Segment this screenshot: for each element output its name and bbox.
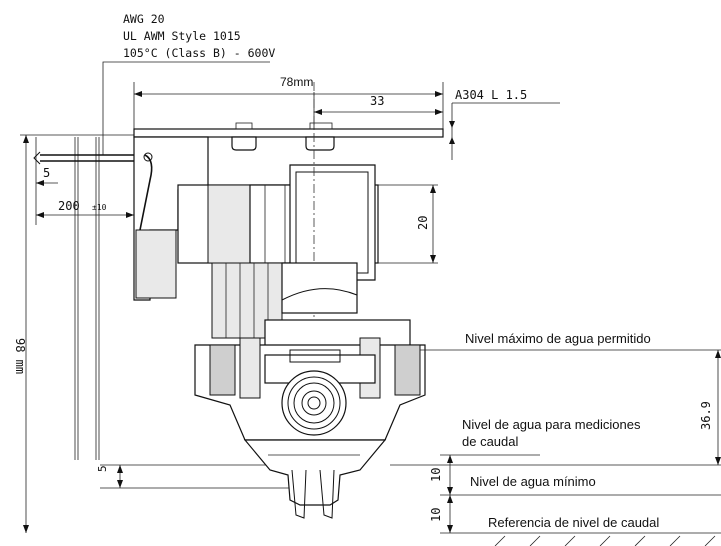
dim-33-label: 33 xyxy=(370,94,384,108)
dim-5-bottom-label: 5 xyxy=(96,465,109,472)
dim-36-9-label: 36.9 xyxy=(699,401,713,430)
ground-hatch xyxy=(494,535,716,546)
dim-10-a-label: 10 xyxy=(429,468,443,482)
mounting-plate xyxy=(133,128,444,138)
material-label: A304 L 1.5 xyxy=(455,88,527,102)
dim-5-top-label: 5 xyxy=(43,166,50,180)
dim-98mm-label: 98 mm xyxy=(13,338,27,374)
level-measure-line1: Nivel de agua para mediciones xyxy=(462,417,641,432)
cable-spec-line3: 105°C (Class B) - 600V xyxy=(123,46,275,60)
level-measure-line2: de caudal xyxy=(462,434,518,449)
cable-spec: AWG 20 UL AWM Style 1015 105°C (Class B)… xyxy=(102,12,275,155)
top-dimensions: 78mm 33 A304 L 1.5 xyxy=(133,75,560,160)
cable-spec-line1: AWG 20 xyxy=(123,12,165,26)
pump-body xyxy=(33,82,444,519)
water-levels: Nivel máximo de agua permitido 36.9 Nive… xyxy=(390,331,721,546)
dim-78mm-label: 78mm xyxy=(280,75,313,89)
level-min-label: Nivel de agua mínimo xyxy=(470,474,596,489)
dim-20-label: 20 xyxy=(416,216,430,230)
cable-spec-line2: UL AWM Style 1015 xyxy=(123,29,241,43)
dim-10-b-label: 10 xyxy=(429,508,443,522)
level-reference-label: Referencia de nivel de caudal xyxy=(488,515,659,530)
dim-20: 20 xyxy=(378,184,438,264)
inlet-ring xyxy=(281,370,347,436)
level-max-label: Nivel máximo de agua permitido xyxy=(465,331,651,346)
dim-cable-length-label: 200 xyxy=(58,199,80,213)
dim-cable-tolerance-label: ±10 xyxy=(92,203,107,212)
cable-spec-leader xyxy=(102,61,270,155)
